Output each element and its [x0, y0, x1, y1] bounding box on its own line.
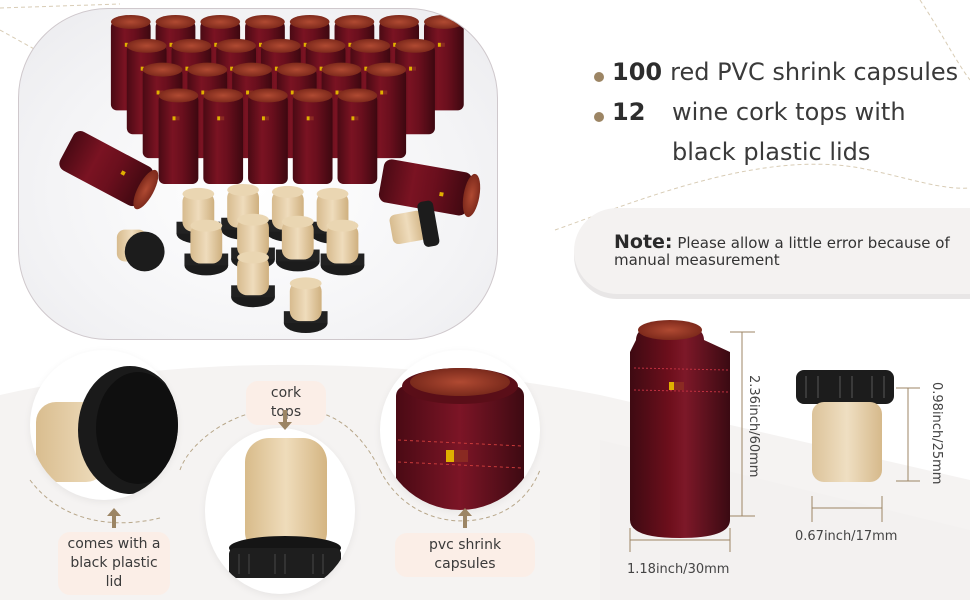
note-box: Note: Please allow a little error becaus… — [574, 208, 970, 294]
capsule-height-label: 2.36inch/60mm — [746, 375, 761, 478]
capsule-width-label: 1.18inch/30mm — [627, 562, 730, 577]
bullet-dot-icon — [594, 72, 604, 82]
feature-item-corks: 12 wine cork tops with black plastic lid… — [594, 92, 970, 172]
capsules-and-corks-illustration — [59, 14, 481, 334]
note-label: Note: — [614, 231, 673, 253]
product-hero-image — [18, 8, 498, 340]
feature-count: 12 — [612, 98, 646, 126]
feature-text: red PVC shrink capsules — [670, 58, 959, 86]
cork-width-label: 0.67inch/17mm — [795, 529, 898, 544]
capsule-callout-label: pvc shrink capsules — [395, 533, 535, 577]
note-text: Note: Please allow a little error becaus… — [614, 231, 954, 269]
feature-text: wine cork tops with black plastic lids — [672, 98, 906, 166]
feature-count: 100 — [612, 58, 663, 86]
feature-item-capsules: 100 red PVC shrink capsules — [594, 52, 970, 92]
arrow-up-icon — [107, 508, 121, 532]
note-body: Please allow a little error because of m… — [614, 234, 950, 269]
lid-callout-label: comes with a black plastic lid — [58, 532, 170, 595]
cork-detail-image — [205, 428, 355, 594]
bullet-dot-icon — [594, 112, 604, 122]
feature-list: 100 red PVC shrink capsules 12 wine cork… — [594, 52, 970, 172]
arrow-up-icon — [458, 508, 472, 532]
cork-height-label: 0.98inch/25mm — [929, 382, 944, 485]
capsule-detail-image — [380, 350, 540, 510]
arrow-down-icon — [278, 410, 292, 434]
dimension-diagram — [629, 320, 920, 552]
lid-detail-image — [30, 350, 178, 500]
